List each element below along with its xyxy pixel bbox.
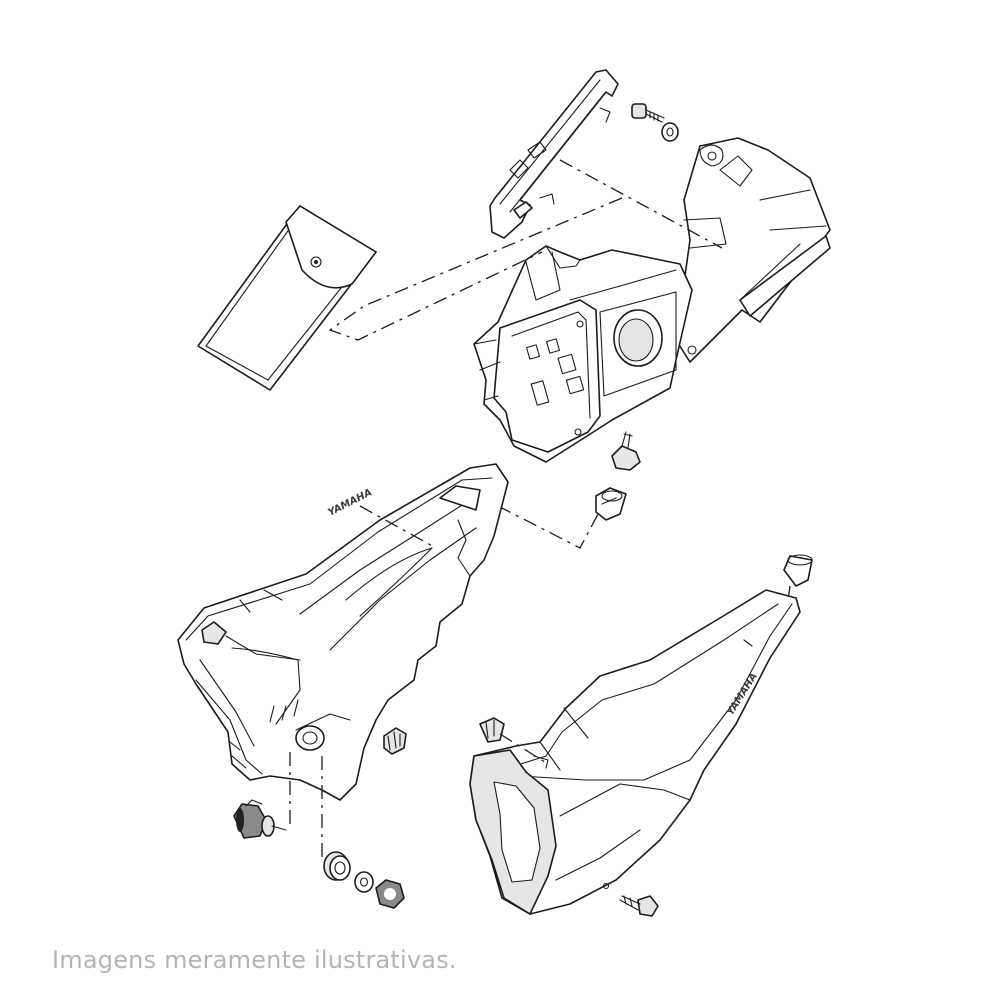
caption: Imagens meramente ilustrativas. [52, 946, 457, 974]
leader-line-1 [559, 159, 723, 249]
screw-bottom [619, 895, 659, 917]
leader-line-3 [497, 505, 599, 549]
ignition-knob [233, 799, 287, 839]
airbox-housing [473, 137, 831, 463]
washer-top [661, 122, 679, 142]
leader-line-8 [499, 733, 549, 765]
rivet-mid [611, 431, 641, 471]
grommet-mid [595, 487, 627, 521]
left-emblem-text: YAMAHA [326, 487, 374, 519]
grommet-bottom [323, 851, 351, 881]
left-side-cover [177, 463, 509, 801]
left-emblem: YAMAHA [326, 487, 374, 519]
leader-line-2 [328, 197, 623, 341]
washer-bottom [354, 871, 374, 893]
grommet-right [479, 717, 505, 743]
bolt-top [631, 103, 665, 123]
grommet-left [383, 727, 407, 755]
nut-bottom [375, 879, 405, 909]
grommet-right-top [783, 554, 813, 587]
document-pouch [197, 205, 377, 391]
toolkit-bracket [489, 69, 619, 239]
right-side-cover [469, 589, 801, 915]
